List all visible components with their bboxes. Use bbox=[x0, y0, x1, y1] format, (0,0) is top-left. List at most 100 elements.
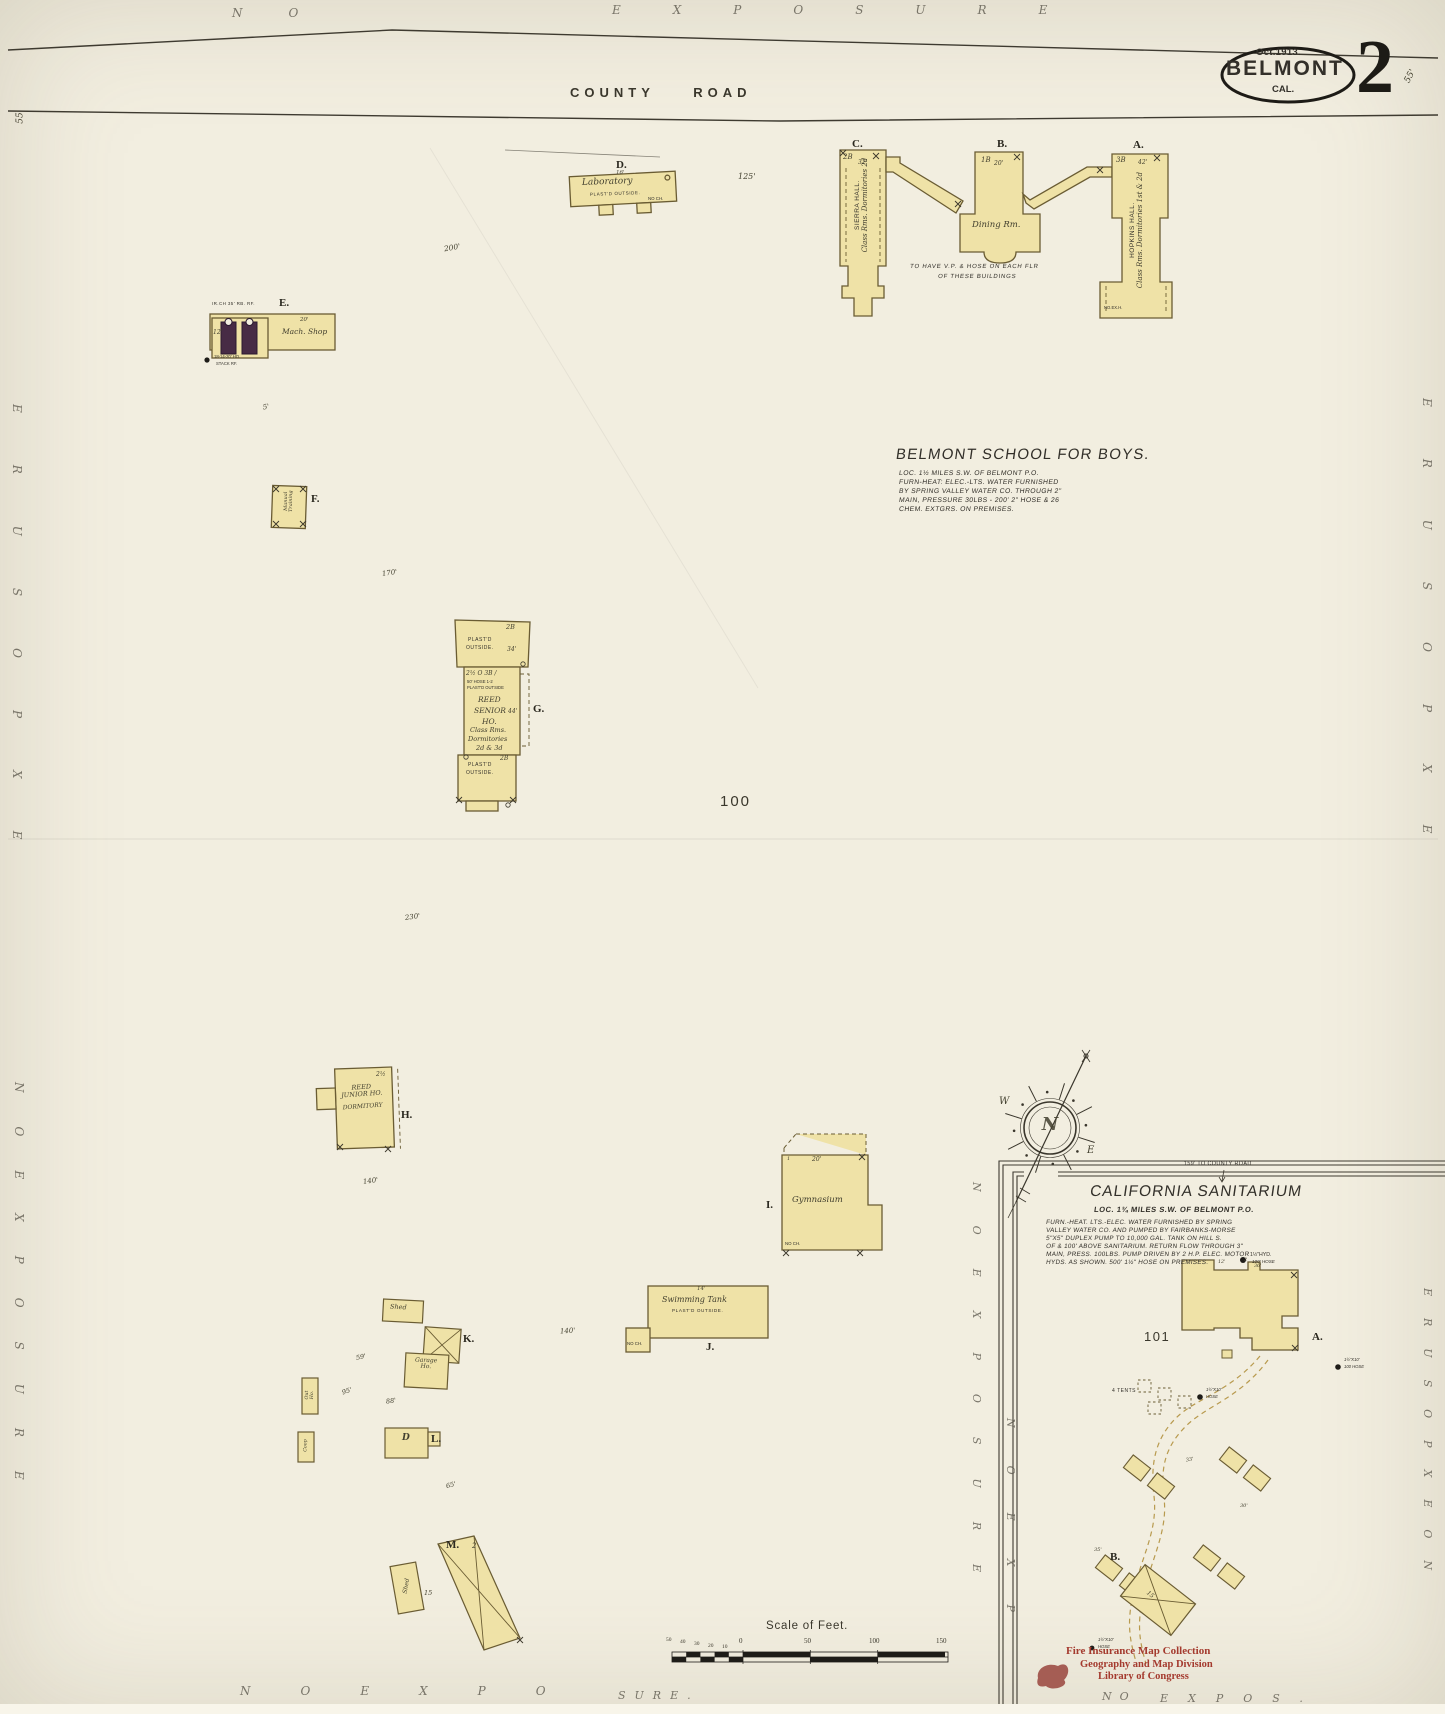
sanitarium-building-a bbox=[1181, 1259, 1299, 1351]
building-h-reed-junior bbox=[315, 1066, 401, 1150]
building-e-dim-left: 12' bbox=[213, 329, 223, 336]
building-j-foot: NO CH. bbox=[627, 1341, 643, 1346]
building-b-name: Dining Rm. bbox=[972, 220, 1021, 230]
edge-inset-inner: NOEXP bbox=[1004, 1418, 1017, 1650]
building-j-name: Swimming Tank bbox=[662, 1295, 727, 1304]
building-b-dim: 20' bbox=[994, 160, 1004, 167]
building-a-label: A. bbox=[1133, 139, 1144, 151]
hydrant-legend-1: 1½"HYD. bbox=[1250, 1252, 1272, 1258]
scale-zero: 0 bbox=[739, 1637, 743, 1645]
edge-top-exposure: EXPOSURE bbox=[612, 3, 1100, 17]
building-h-floors: 2½ bbox=[376, 1071, 386, 1078]
hyd3-label-b: HOSE bbox=[1098, 1644, 1110, 1649]
dim-140b: 140' bbox=[559, 1326, 576, 1336]
corridor-c-b bbox=[885, 156, 964, 214]
building-m-shed bbox=[389, 1561, 425, 1615]
scale-major-50: 50 bbox=[804, 1637, 811, 1645]
sanitarium-desc-3: 5"X5" DUPLEX PUMP TO 10,000 GAL. TANK ON… bbox=[1045, 1235, 1223, 1242]
title-stamp-oval bbox=[1220, 46, 1356, 104]
g-lower-sub2: OUTSIDE. bbox=[466, 770, 494, 776]
stamp-date: Oct.1913. bbox=[1256, 47, 1301, 58]
building-b-label: B. bbox=[997, 138, 1008, 150]
building-d-laboratory bbox=[568, 170, 678, 216]
tents bbox=[1137, 1379, 1192, 1415]
opening-x-marks bbox=[272, 149, 1299, 1644]
building-h-name: REED JUNIOR HO. DORMITORY bbox=[323, 1081, 401, 1112]
edge-left-upper: ERUSOPXE bbox=[10, 404, 24, 892]
county-road-label: COUNTY ROAD bbox=[570, 85, 752, 100]
building-a-name: HOPKINS HALL. Class Rms. Dormitories 1st… bbox=[1129, 170, 1144, 290]
hydrant-dots bbox=[1089, 1257, 1341, 1651]
vp-note-1: TO HAVE V.P. & HOSE ON EACH FLR bbox=[909, 264, 1040, 270]
building-coop bbox=[297, 1431, 315, 1463]
building-m-crossed bbox=[437, 1535, 521, 1651]
vp-note-2: OF THESE BUILDINGS bbox=[937, 274, 1017, 280]
g-name-3: HO. bbox=[482, 717, 497, 726]
building-j-label: J. bbox=[706, 1341, 715, 1353]
paper-bottom-edge bbox=[0, 1704, 1445, 1714]
school-desc-3: BY SPRING VALLEY WATER CO. THROUGH 2" bbox=[898, 488, 1063, 495]
building-m-dim: 15 bbox=[424, 1589, 433, 1597]
building-a-foot-note: NO.EX.H. bbox=[1104, 305, 1123, 310]
out-ho-name: Out Ho. bbox=[305, 1377, 315, 1413]
hyd1-label-b: 100 HOSE bbox=[1344, 1364, 1365, 1369]
sanitarium-a-d2: 2 bbox=[1244, 1258, 1248, 1263]
building-a-hopkins-hall bbox=[1099, 153, 1173, 319]
building-d-foot: NO CH. bbox=[648, 196, 664, 201]
building-i-foot: NO CH. bbox=[785, 1241, 801, 1246]
sanitarium-building-b bbox=[1119, 1563, 1197, 1637]
g-upper-sub2: OUTSIDE. bbox=[466, 645, 494, 651]
building-e-note1: 18-14-20' HO. bbox=[214, 354, 241, 359]
building-c-sierra-hall bbox=[839, 149, 887, 317]
building-c-floors: 2B bbox=[843, 153, 853, 161]
loc-stamp-line2: Geography and Map Division bbox=[1080, 1659, 1213, 1670]
cottages bbox=[1094, 1446, 1272, 1600]
g-upper-floors: 2B bbox=[506, 623, 515, 631]
building-l-letter: D bbox=[402, 1433, 410, 1443]
loc-stamp-line1: Fire Insurance Map Collection bbox=[1066, 1645, 1211, 1657]
g-use-3: 2d & 3d bbox=[476, 744, 503, 752]
sanitarium-desc-1: FURN.-HEAT. LTS.-ELEC. WATER FURNISHED B… bbox=[1045, 1219, 1233, 1226]
road-note-arrow bbox=[1218, 1169, 1226, 1183]
building-c-name: SIERRA HALL. Class Rms. Dormitories 2d bbox=[854, 145, 869, 265]
k-garage-name: Garage Ho. bbox=[404, 1357, 448, 1371]
sanitarium-a-d3: 36' bbox=[1254, 1264, 1262, 1269]
g-name-1: REED bbox=[478, 695, 501, 704]
opening-circle-marks bbox=[463, 661, 526, 808]
compass-monogram: N bbox=[1041, 1114, 1059, 1135]
k-l-m-outbuildings bbox=[297, 1298, 521, 1651]
building-d-dim: 16' bbox=[616, 170, 625, 176]
stack-2 bbox=[241, 321, 258, 355]
building-d-label: D. bbox=[616, 159, 627, 171]
building-f-name-line2: Training bbox=[288, 490, 294, 513]
page-ref-100: 100 bbox=[720, 793, 752, 810]
school-desc-2: FURN-HEAT: ELEC.-LTS. WATER FURNISHED bbox=[898, 479, 1060, 486]
stamp-state: CAL. bbox=[1272, 84, 1295, 95]
sanitarium-a-label: A. bbox=[1312, 1331, 1323, 1343]
building-h-label: H. bbox=[401, 1109, 413, 1121]
hyd1-label-a: 1½"X10' bbox=[1344, 1357, 1360, 1362]
tents-label: 4 TENTS bbox=[1112, 1388, 1136, 1394]
corridor-b-a bbox=[1021, 166, 1113, 210]
scale-major-100: 100 bbox=[869, 1637, 880, 1645]
building-a-name-line2: Class Rms. Dormitories 1st & 2d bbox=[1135, 171, 1144, 289]
edge-bottom-left-b: SURE. bbox=[618, 1689, 700, 1702]
compass-east: E bbox=[1087, 1145, 1095, 1156]
edge-right-lower: ERUSOPXEON bbox=[1421, 1288, 1434, 1593]
dim-88: 88' bbox=[385, 1396, 397, 1406]
stack-1 bbox=[220, 321, 237, 355]
cottage-dim-2: 35' bbox=[1094, 1547, 1102, 1553]
building-i-label: I. bbox=[766, 1199, 774, 1211]
stamp-city: BELMONT bbox=[1226, 57, 1344, 80]
sanitarium-road-note: 159' TO COUNTY ROAD bbox=[1184, 1161, 1252, 1167]
compass-west: W bbox=[999, 1096, 1010, 1107]
edge-bottom-left-a: NOEXPO bbox=[240, 1684, 596, 1698]
g-upper-sub1: PLAST'D bbox=[468, 637, 492, 643]
g-lower-floors: 2B bbox=[500, 755, 509, 762]
building-e-label: E. bbox=[279, 297, 290, 309]
edge-bottom-right-a: NO bbox=[1102, 1690, 1137, 1703]
scale-minor-40: 40 bbox=[680, 1639, 686, 1645]
compass-rose bbox=[1005, 1049, 1095, 1219]
sanitarium-a-d1: 12' bbox=[1218, 1260, 1226, 1265]
